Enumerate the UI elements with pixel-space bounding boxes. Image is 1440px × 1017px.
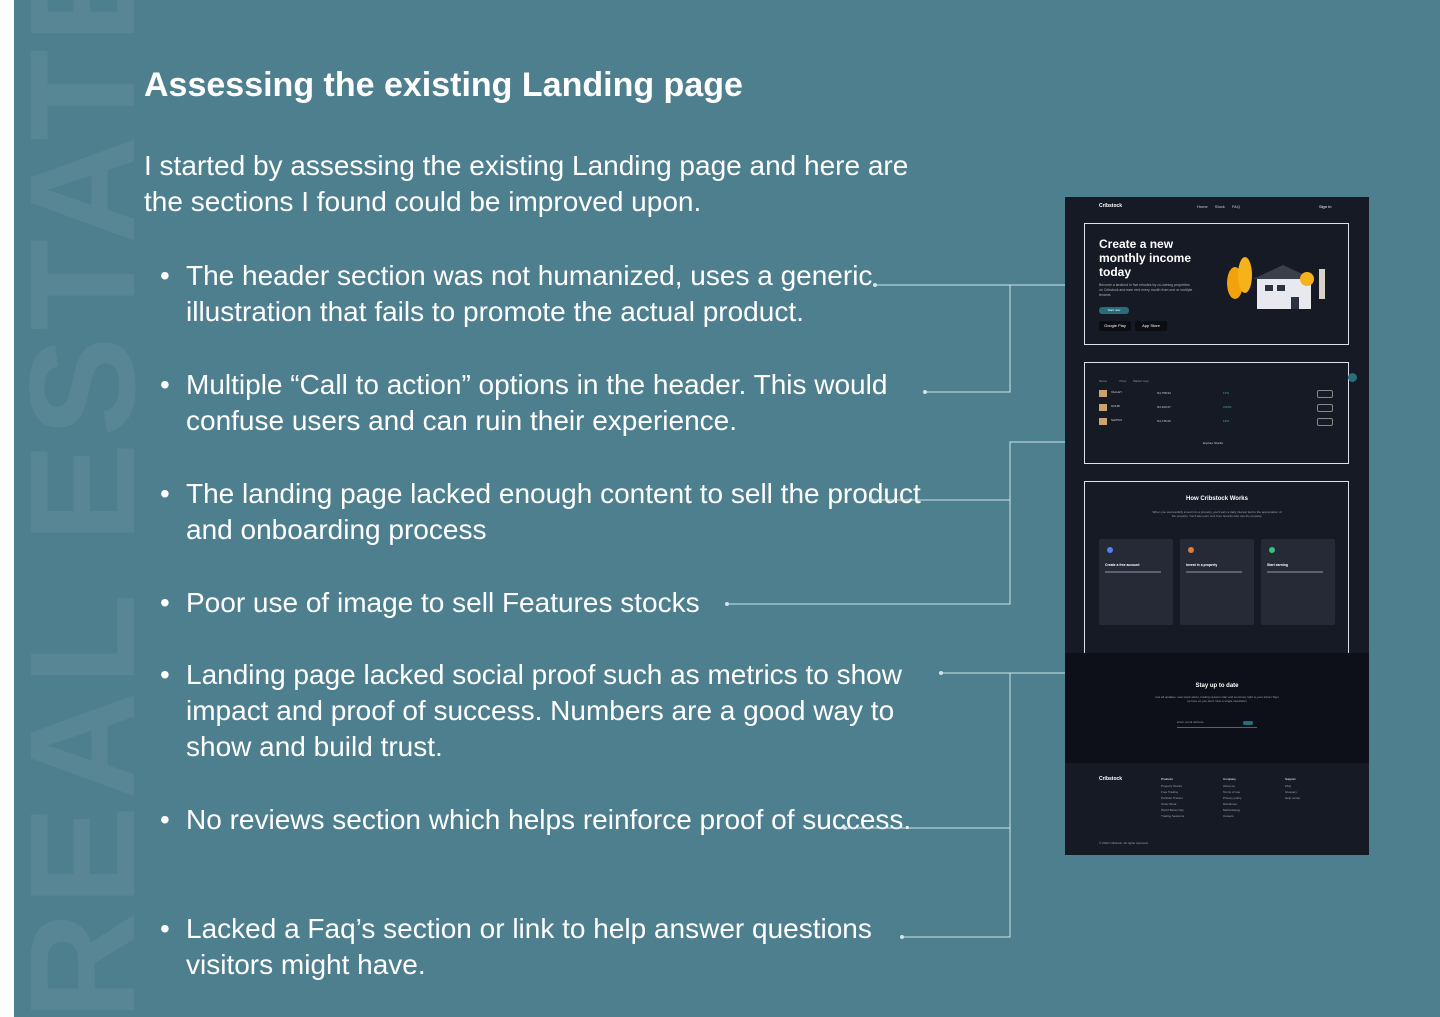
mockup-how-subtitle: When you successfully invest into a prop… [1152, 510, 1282, 518]
mockup-newsletter-title: Stay up to date [1195, 683, 1239, 689]
mockup-explore-link: Explore Stocks [1203, 441, 1224, 445]
mockup-step-card: Invest in a property [1180, 539, 1254, 625]
mockup-copyright: © 2022 Cribstock. All rights reserved. [1099, 841, 1149, 845]
mockup-hero-title: Create a new monthly income today [1099, 237, 1192, 279]
bullet-text: Lacked a Faq’s section or link to help a… [186, 913, 872, 980]
intro-paragraph: I started by assessing the existing Land… [144, 150, 909, 217]
mockup-footer-column: Products Property Stocks Free Trading Po… [1161, 777, 1185, 818]
landing-page-mockup: Cribstock Home Stock FAQ Sign In Create … [1065, 197, 1369, 855]
bullet-text: Landing page lacked social proof such as… [186, 659, 902, 762]
bullet-text: Multiple “Call to action” options in the… [186, 369, 888, 436]
bullet-item: •No reviews section which helps reinforc… [160, 802, 930, 838]
mockup-newsletter-input: Enter email address [1177, 720, 1257, 728]
slide-title: Assessing the existing Landing page [144, 66, 743, 104]
mockup-footer-logo: Cribstock [1099, 776, 1123, 782]
mockup-google-play: Google Play [1099, 321, 1131, 331]
user-icon [1107, 547, 1113, 553]
bullet-item: •Landing page lacked social proof such a… [160, 657, 930, 765]
highlight-box-stocks [1084, 362, 1349, 464]
house-illustration [1227, 257, 1325, 309]
chat-bubble-icon [1348, 373, 1357, 382]
mockup-newsletter-button [1243, 721, 1253, 725]
mockup-step-card: Create a free account [1099, 539, 1173, 625]
mockup-nav-link: Stock [1214, 204, 1225, 209]
bullet-text: The landing page lacked enough content t… [186, 478, 921, 545]
mockup-nav-link: FAQ [1231, 204, 1240, 209]
bullet-item: •The landing page lacked enough content … [160, 476, 930, 548]
bullet-item: •Lacked a Faq’s section or link to help … [160, 911, 930, 983]
mockup-how-title: How Cribstock Works [1186, 496, 1248, 502]
bullet-item: •Poor use of image to sell Features stoc… [160, 585, 930, 621]
mockup-hero-cta: Start now [1099, 307, 1129, 314]
bullet-item: •Multiple “Call to action” options in th… [160, 367, 930, 439]
bullet-text: The header section was not humanized, us… [186, 260, 873, 327]
mockup-newsletter-section [1065, 653, 1369, 763]
mockup-navbar: Cribstock Home Stock FAQ Sign In [1065, 197, 1369, 217]
mockup-footer-column: Support FAQ Glossary Help center [1285, 777, 1301, 800]
mockup-nav-link: Home [1197, 204, 1208, 209]
mockup-app-store: App Store [1135, 321, 1167, 331]
bullet-item: •The header section was not humanized, u… [160, 258, 930, 330]
mockup-table-row: VALLEY N4,758.93 17% [1099, 389, 1335, 399]
mockup-table-row: SHIPSU N4,745.00 13% [1099, 417, 1335, 427]
mockup-step-card: Start earning [1261, 539, 1335, 625]
bullet-text: Poor use of image to sell Features stock… [186, 587, 700, 618]
mockup-footer: Cribstock Products Property Stocks Free … [1065, 763, 1369, 855]
coin-icon [1188, 547, 1194, 553]
money-icon [1269, 547, 1275, 553]
mockup-table-header: Name Price Market Cap [1099, 379, 1149, 383]
presentation-slide: REAL ESTATE Assessing the existing Landi… [14, 0, 1440, 1017]
mockup-signin: Sign In [1319, 204, 1332, 209]
mockup-hero-subtitle: Become a landlord in five minutes by co-… [1099, 283, 1193, 297]
mockup-logo: Cribstock [1099, 203, 1123, 209]
mockup-newsletter-subtitle: Get all updates, new stock alerts, tradi… [1155, 695, 1279, 703]
mockup-footer-column: Company About us Terms of use Privacy po… [1223, 777, 1242, 818]
bullet-text: No reviews section which helps reinforce… [186, 804, 912, 835]
highlight-box-hero [1084, 223, 1349, 345]
mockup-table-row: HOLBI N3,200.07 3.84% [1099, 403, 1335, 413]
